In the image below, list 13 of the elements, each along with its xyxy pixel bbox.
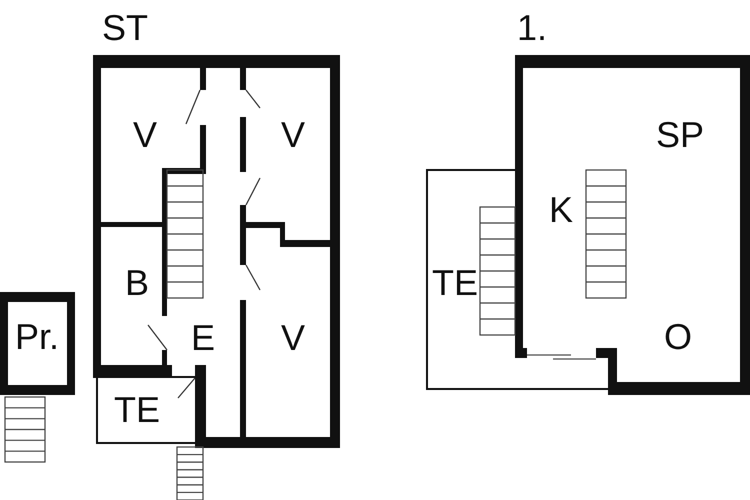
room-label: V xyxy=(281,320,305,356)
floor-heading: 1. xyxy=(516,10,548,46)
room-label: O xyxy=(664,319,692,355)
room-label: Pr. xyxy=(15,319,59,355)
floor-heading: ST xyxy=(102,10,148,46)
room-label: TE xyxy=(432,265,478,301)
room-label: TE xyxy=(114,392,160,428)
room-label: V xyxy=(281,117,305,153)
room-label: SP xyxy=(656,117,704,153)
room-label: B xyxy=(125,265,149,301)
room-label: E xyxy=(191,320,215,356)
room-label: K xyxy=(549,192,573,228)
room-label: V xyxy=(133,117,157,153)
